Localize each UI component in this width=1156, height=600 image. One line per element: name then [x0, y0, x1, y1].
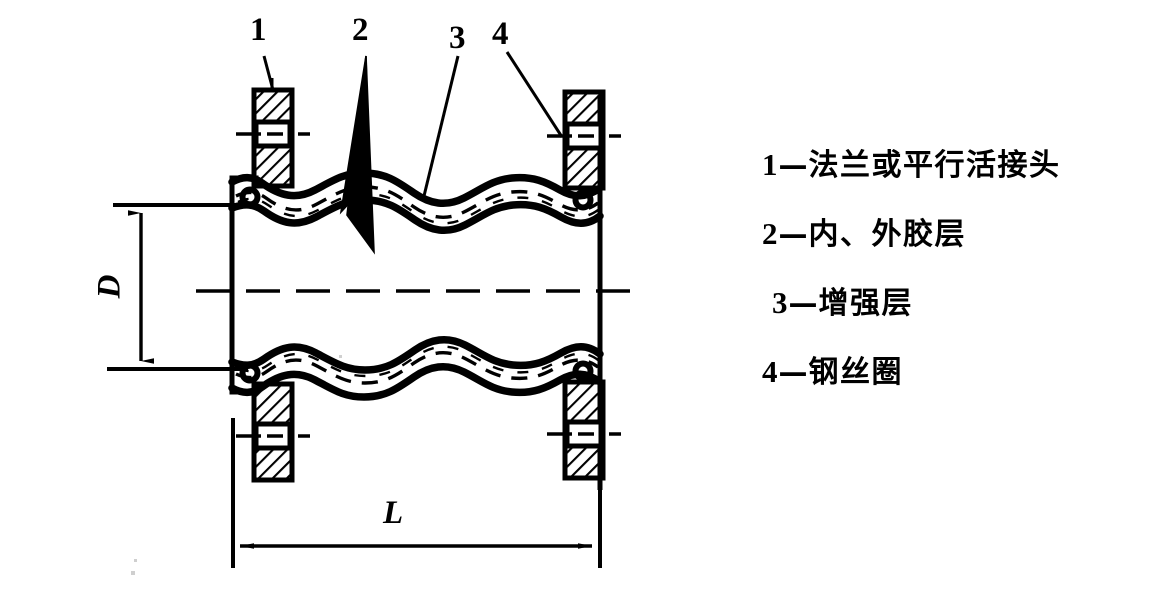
leader-line-4	[505, 51, 564, 138]
callout-number-2: 2	[352, 12, 369, 48]
leader-line-2-inner	[346, 55, 375, 255]
legend-item-1: 1 — 法兰或平行活接头	[762, 140, 1142, 209]
legend-separator-4: —	[778, 355, 808, 389]
flange-bottom-right	[547, 379, 621, 481]
legend-index-4: 4	[762, 354, 778, 389]
flange-top-right	[547, 89, 621, 191]
flange-bottom-left	[236, 381, 310, 483]
dimension-label-diameter: D	[91, 274, 128, 299]
dimension-label-length: L	[383, 495, 404, 531]
legend-item-4: 4 — 钢丝圈	[762, 347, 1142, 416]
flange-shoulders	[229, 175, 259, 395]
legend-separator-2: —	[778, 217, 808, 251]
leader-lines	[262, 51, 564, 255]
bellows-bottom	[228, 335, 604, 401]
legend: 1 — 法兰或平行活接头 2 — 内、外胶层 3 — 增强层 4 — 钢丝圈	[762, 140, 1142, 416]
legend-separator-3: —	[788, 286, 818, 320]
callout-number-3: 3	[449, 20, 466, 56]
legend-separator-1: —	[778, 148, 808, 182]
legend-label-3: 增强层	[818, 286, 913, 321]
bellows-top	[228, 169, 604, 235]
legend-index-3: 3	[772, 285, 788, 320]
legend-index-1: 1	[762, 147, 778, 182]
leader-line-1	[262, 55, 275, 91]
legend-item-3: 3 — 增强层	[762, 278, 1142, 347]
steel-wire-rings	[239, 186, 594, 384]
legend-label-1: 法兰或平行活接头	[808, 148, 1061, 183]
dimension-D	[107, 203, 248, 371]
dimension-L	[231, 418, 602, 568]
leader-line-3	[422, 55, 460, 197]
callout-number-1: 1	[250, 12, 267, 48]
legend-label-2: 内、外胶层	[808, 217, 966, 252]
legend-index-2: 2	[762, 216, 778, 251]
scan-artifacts	[131, 355, 342, 575]
legend-label-4: 钢丝圈	[808, 355, 903, 390]
legend-item-2: 2 — 内、外胶层	[762, 209, 1142, 278]
callout-number-4: 4	[492, 16, 509, 52]
flange-top-left	[236, 78, 310, 189]
